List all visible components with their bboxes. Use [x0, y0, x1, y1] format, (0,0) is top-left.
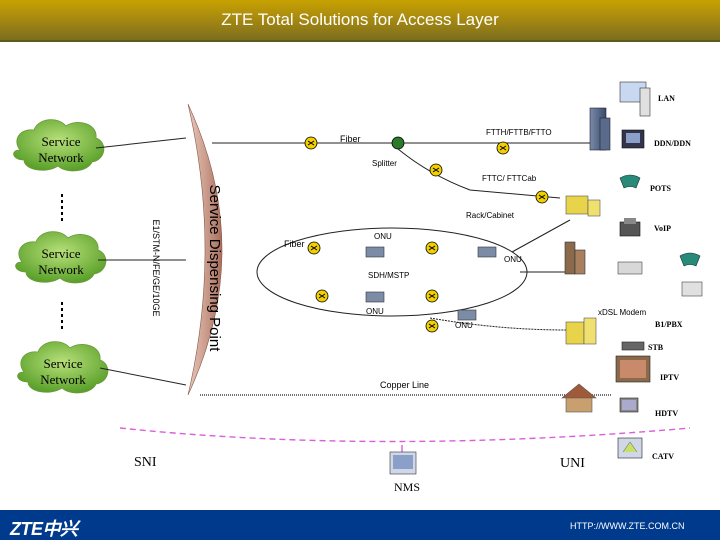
- voip-label: VoIP: [654, 224, 672, 233]
- office-building-icon: [589, 107, 611, 151]
- slide-title: ZTE Total Solutions for Access Layer: [221, 10, 499, 29]
- lan-label: LAN: [658, 94, 675, 103]
- dispensing-point-bar: [187, 103, 223, 396]
- service-network-cloud-3: [17, 341, 109, 394]
- footer-url: HTTP://WWW.ZTE.COM.CN: [570, 521, 685, 531]
- footer-bar: [0, 510, 720, 540]
- onu-box-4: [457, 309, 477, 321]
- rack-cabinet-icon: [565, 195, 601, 217]
- fiber-ring-label: Fiber: [284, 239, 305, 249]
- link-cloud-3: [99, 367, 187, 386]
- nms-label: NMS: [394, 480, 421, 494]
- rack-cabinet-label: Rack/Cabinet: [466, 211, 515, 220]
- modem-icon: [617, 261, 643, 275]
- sdh-mstp-label: SDH/MSTP: [368, 271, 410, 280]
- pots-label: POTS: [650, 184, 671, 193]
- xdsl-modem-label: xDSL Modem: [598, 308, 647, 317]
- building-cluster-icon: [564, 241, 586, 275]
- fttc-label: FTTC/ FTTCab: [482, 174, 537, 183]
- splitter-node: [391, 136, 405, 150]
- monitor-icon: [621, 129, 645, 149]
- dispensing-point-label: Service Dispensing Point: [206, 184, 223, 352]
- fiber-connector-icons: [304, 136, 549, 333]
- uni-label: UNI: [560, 456, 585, 471]
- stb-icon: [621, 341, 645, 351]
- fax-icon: [681, 281, 703, 297]
- computer-icon: [619, 81, 651, 117]
- onu-box-1: [365, 246, 385, 258]
- zte-logo: ZTE中兴: [10, 519, 78, 539]
- onu-box-3: [365, 291, 385, 303]
- link-rack: [511, 219, 571, 253]
- onu-label-3: ONU: [366, 307, 384, 316]
- onu-label-2: ONU: [504, 255, 522, 264]
- iptv-label: IPTV: [660, 373, 680, 382]
- link-cloud-1: [95, 137, 187, 149]
- hdtv-icon: [619, 397, 639, 413]
- phone-icon-2: [679, 252, 701, 267]
- onu-label-1: ONU: [374, 232, 392, 241]
- catv-label: CATV: [652, 452, 675, 461]
- splitter-label: Splitter: [372, 159, 397, 168]
- pbx-label: B1/PBX: [655, 320, 683, 329]
- nms-curve: [119, 427, 691, 443]
- tv-icon: [615, 355, 651, 383]
- copper-line-label: Copper Line: [380, 380, 430, 390]
- service-network-cloud-2: [15, 231, 107, 284]
- hdtv-label: HDTV: [655, 409, 679, 418]
- catv-icon: [617, 437, 643, 459]
- ddn-label: DDN/DDN: [654, 139, 691, 148]
- voip-phone-icon: [619, 218, 641, 237]
- onu-label-4: ONU: [455, 321, 473, 330]
- interface-types-label: E1/STM-N/FE/GE/10GE: [151, 219, 161, 317]
- ftth-label: FTTH/FTTB/FTTO: [486, 128, 552, 137]
- nms-computer-icon: [389, 451, 417, 475]
- fiber-top-label: Fiber: [340, 134, 361, 144]
- service-network-cloud-1: [13, 119, 105, 172]
- dslam-stack-icon: [565, 317, 597, 345]
- phone-icon: [619, 174, 641, 189]
- header-bar: [0, 0, 720, 42]
- link-xdsl: [429, 317, 567, 331]
- onu-box-2: [477, 246, 497, 258]
- sni-label: SNI: [134, 455, 157, 470]
- stb-label: STB: [648, 343, 664, 352]
- house-icon: [561, 383, 597, 413]
